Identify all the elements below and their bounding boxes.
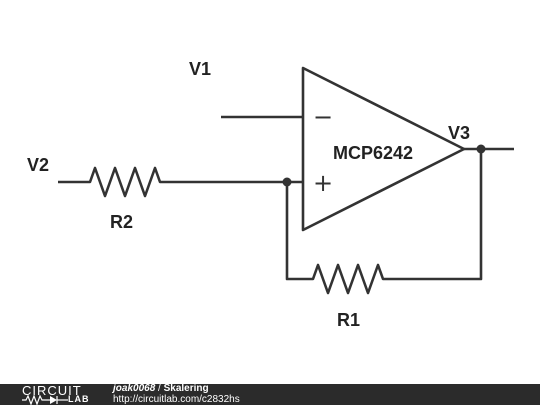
label-v1: V1: [189, 59, 211, 79]
junction-node-output: [476, 144, 486, 154]
label-r2: R2: [110, 212, 133, 232]
author-link[interactable]: joak0068: [113, 383, 156, 394]
label-r1: R1: [337, 310, 360, 330]
label-opamp: MCP6242: [333, 143, 413, 163]
resistor-diode-logo-icon: [22, 395, 68, 405]
circuit-url[interactable]: http://circuitlab.com/c2832hs: [113, 393, 240, 405]
circuitlab-logo[interactable]: CIRCUIT LAB: [22, 383, 104, 405]
resistor-r2: [58, 166, 303, 198]
resistor-r1: [285, 149, 483, 295]
title-separator: /: [155, 383, 164, 394]
junction-node-input: [282, 177, 292, 187]
label-v3: V3: [448, 123, 470, 143]
opamp-minus-sign: −: [313, 103, 333, 131]
circuit-title[interactable]: Skalering: [163, 383, 209, 394]
opamp-plus-sign: +: [313, 169, 333, 197]
logo-text-lab: LAB: [68, 394, 90, 404]
footer-info: joak0068 / Skalering http://circuitlab.c…: [113, 383, 240, 405]
opamp-triangle: [301, 66, 466, 232]
label-v2: V2: [27, 155, 49, 175]
footer-bar: CIRCUIT LAB joak0068 / Skalering http://…: [0, 383, 540, 405]
footer-title-line: joak0068 / Skalering: [113, 383, 240, 395]
circuit-schematic: V1 V2 V3 R2 R1 MCP6242 − +: [27, 59, 514, 330]
logo-text-circuit: CIRCUIT: [22, 383, 82, 398]
